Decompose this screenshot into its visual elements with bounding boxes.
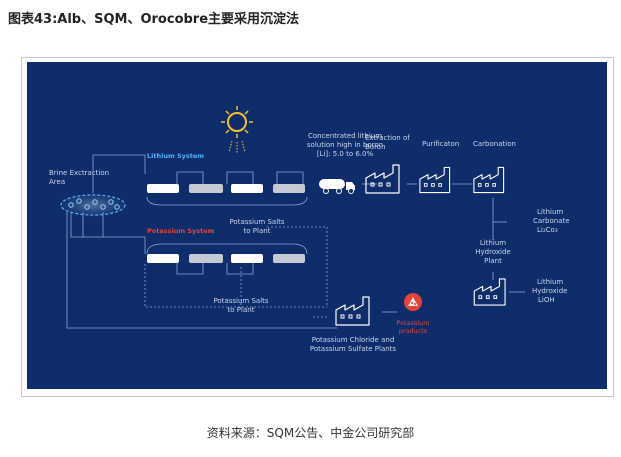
concentrated-label-1: Concentrated lithium <box>308 132 382 140</box>
lithium-system-label: Lithium System <box>147 152 204 160</box>
brine-area-label-1: Brine Exctraction <box>49 169 109 177</box>
potassium-plants-label-1: Potassium Chloride and <box>312 336 395 344</box>
lithium-carbonate-label-2: Carbonate <box>533 217 570 225</box>
potassium-plants-label-2: Potassium Sulfate Plants <box>310 345 396 353</box>
purification-label: Purificaton <box>422 140 459 148</box>
tanker-truck-icon <box>319 179 355 194</box>
brine-well-icons <box>68 198 120 210</box>
figure-title: 图表43:Alb、SQM、Orocobre主要采用沉淀法 <box>8 12 300 27</box>
concentrated-label-2: solution high in boron <box>307 141 383 149</box>
carbonation-label: Carbonation <box>473 140 516 148</box>
lioh-plant-label-3: Plant <box>484 257 502 265</box>
lithium-evaporation-ponds <box>146 171 308 206</box>
source-note: 资料来源：SQM公告、中金公司研究部 <box>206 426 415 440</box>
potassium-products-label-2: products <box>399 327 428 335</box>
potassium-products-label-1: Potassium <box>396 319 429 327</box>
sun-icon <box>221 106 253 154</box>
lithium-hydroxide-label-2: Hydroxide <box>532 287 567 295</box>
lithium-hydroxide-label-3: LiOH <box>538 296 555 304</box>
potassium-salts-label-1a: Potassium Salts <box>229 218 284 226</box>
potassium-system-label: Potassium System <box>147 227 215 235</box>
process-diagram: Brine Exctraction Area <box>27 62 607 389</box>
lioh-plant-label-2: Hydroxide <box>475 248 510 256</box>
potassium-evaporation-ponds <box>146 243 308 275</box>
potassium-products-icon <box>404 293 422 311</box>
lithium-carbonate-label-1: Lithium <box>537 208 563 216</box>
lithium-hydroxide-label-1: Lithium <box>537 278 563 286</box>
lithium-carbonate-label-3: Li₂Co₃ <box>537 226 558 234</box>
extraction-boron-label-1: Extraction of <box>365 134 410 142</box>
flow-lines <box>66 154 525 329</box>
potassium-salts-label-1b: to Plant <box>244 227 271 235</box>
extraction-boron-label-2: Boron <box>365 143 386 151</box>
potassium-salts-label-2b: to Plant <box>228 306 255 314</box>
concentrated-label-3: [Li]: 5.0 to 6.0% <box>317 150 374 158</box>
brine-extraction-area: Brine Exctraction Area <box>49 169 127 217</box>
potassium-salts-label-2a: Potassium Salts <box>213 297 268 305</box>
lioh-plant-label-1: Lithium <box>480 239 506 247</box>
diagram-background <box>27 62 607 389</box>
brine-area-label-2: Area <box>49 178 65 186</box>
